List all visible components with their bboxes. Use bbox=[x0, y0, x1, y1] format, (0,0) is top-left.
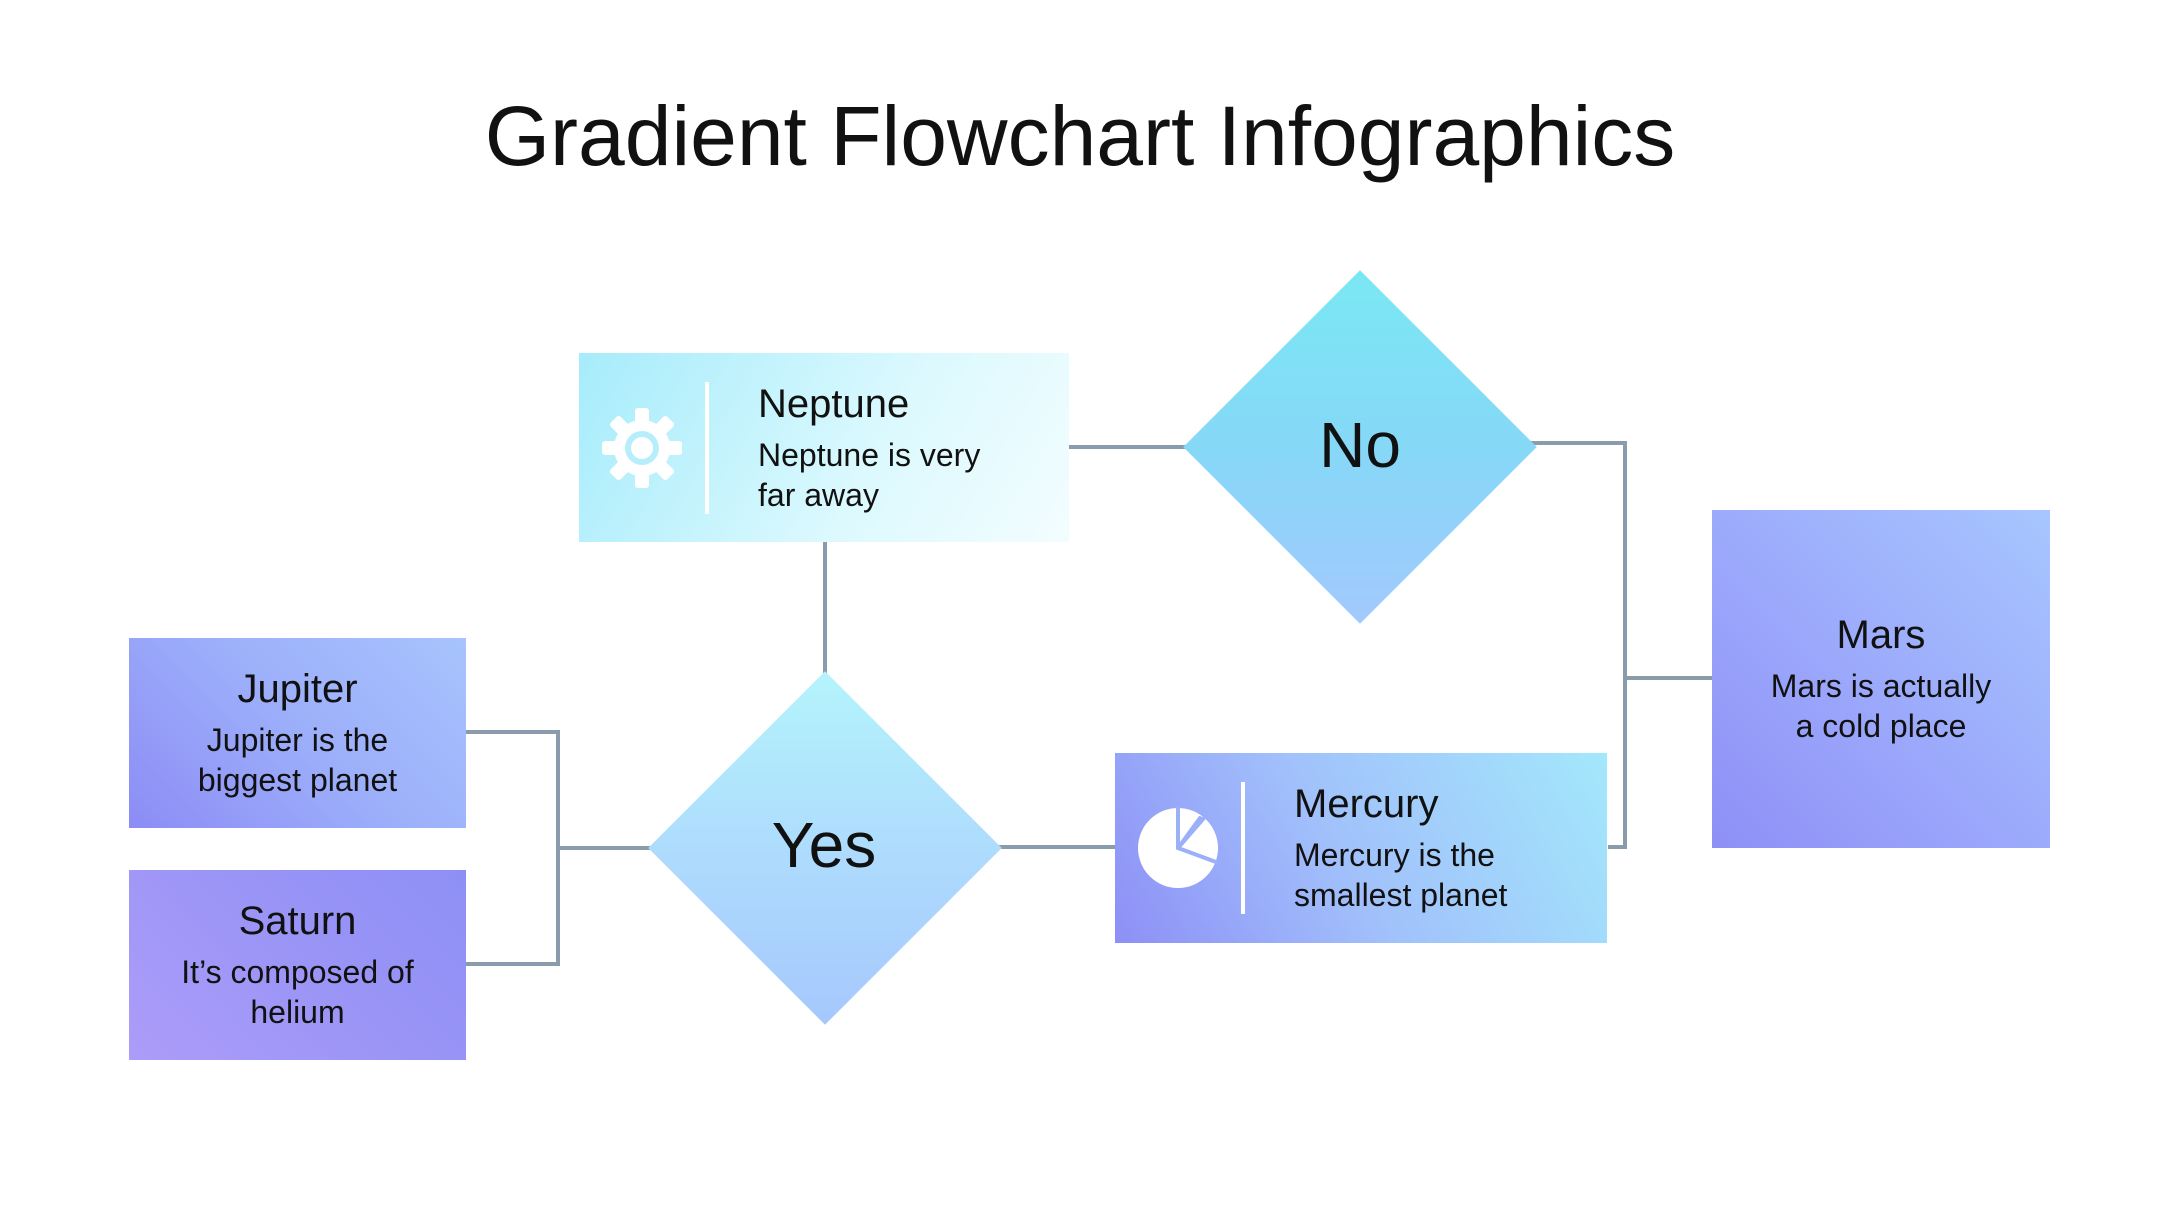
neptune-text-line2: far away bbox=[758, 476, 879, 513]
jupiter-text-line1: Jupiter is the bbox=[206, 722, 389, 758]
saturn-text-line2: helium bbox=[250, 994, 345, 1030]
saturn-text: It’s composed of helium bbox=[181, 952, 413, 1032]
neptune-text-line1: Neptune is very bbox=[758, 436, 981, 473]
mars-text: Mars is actually a cold place bbox=[1771, 666, 1992, 746]
neptune-content: Neptune Neptune is very far away bbox=[709, 381, 980, 515]
jupiter-text: Jupiter is the biggest planet bbox=[198, 720, 397, 800]
jupiter-box: Jupiter Jupiter is the biggest planet bbox=[129, 638, 466, 828]
connector-jupiter-saturn bbox=[465, 730, 560, 966]
jupiter-title: Jupiter bbox=[237, 667, 358, 711]
mars-text-line2: a cold place bbox=[1795, 708, 1967, 744]
gear-icon bbox=[579, 353, 705, 542]
saturn-title: Saturn bbox=[238, 899, 357, 943]
mercury-content: Mercury Mercury is the smallest planet bbox=[1245, 781, 1507, 915]
mars-title: Mars bbox=[1836, 613, 1926, 657]
connector-no-mars bbox=[1528, 441, 1627, 849]
divider bbox=[705, 381, 709, 514]
saturn-box: Saturn It’s composed of helium bbox=[129, 870, 466, 1060]
pie-chart-icon bbox=[1115, 753, 1241, 943]
neptune-text: Neptune is very far away bbox=[758, 435, 980, 515]
mars-box: Mars Mars is actually a cold place bbox=[1712, 510, 2050, 848]
mercury-text-line1: Mercury is the bbox=[1294, 837, 1495, 873]
neptune-box: Neptune Neptune is very far away bbox=[579, 353, 1069, 542]
mars-text-line1: Mars is actually bbox=[1770, 668, 1992, 704]
divider bbox=[1241, 782, 1245, 914]
mercury-text-line2: smallest planet bbox=[1294, 877, 1508, 913]
mercury-box: Mercury Mercury is the smallest planet bbox=[1115, 753, 1607, 943]
saturn-text-line1: It’s composed of bbox=[181, 954, 414, 990]
mercury-text: Mercury is the smallest planet bbox=[1294, 835, 1507, 915]
jupiter-text-line2: biggest planet bbox=[197, 762, 398, 798]
page-title: Gradient Flowchart Infographics bbox=[484, 89, 1676, 183]
mercury-title: Mercury bbox=[1294, 782, 1439, 826]
neptune-title: Neptune bbox=[758, 381, 910, 426]
decision-no-label: No bbox=[1319, 409, 1401, 481]
decision-yes-label: Yes bbox=[771, 809, 877, 881]
